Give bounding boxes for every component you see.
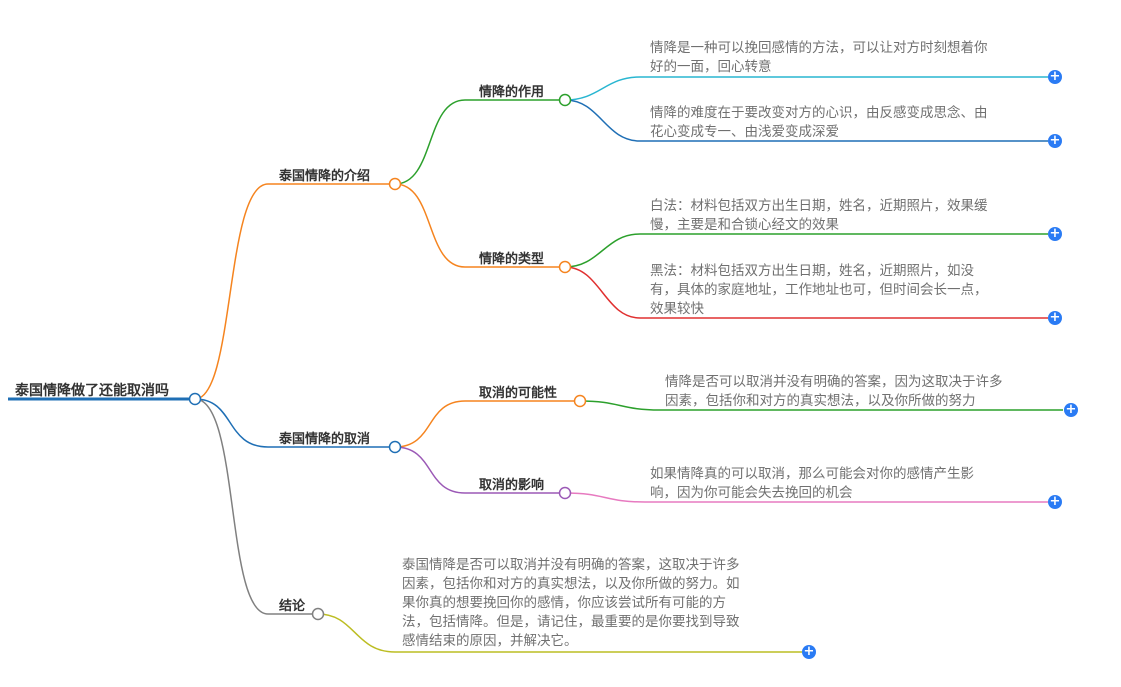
connector-types xyxy=(394,183,565,268)
plus-circle-icon[interactable]: + xyxy=(1048,494,1062,509)
connector-cancel xyxy=(194,398,395,448)
subnode-impact[interactable]: 取消的影响 xyxy=(479,478,545,493)
connector-possibility xyxy=(394,400,580,448)
plus-circle-icon[interactable]: + xyxy=(1064,402,1078,417)
leaf-text[interactable]: 黑法：材料包括双方出生日期，姓名，近期照片，如没 有，具体的家庭地址，工作地址也… xyxy=(650,263,988,317)
connector-leaf-7 xyxy=(317,613,802,653)
collapse-toggle[interactable] xyxy=(388,177,402,191)
connector-leaf-6 xyxy=(564,492,1048,503)
plus-circle-icon[interactable]: + xyxy=(1048,310,1062,325)
branch-conclusion[interactable]: 结论 xyxy=(279,599,306,614)
subnode-types[interactable]: 情降的类型 xyxy=(479,252,545,267)
subnode-possibility[interactable]: 取消的可能性 xyxy=(479,386,558,401)
collapse-toggle[interactable] xyxy=(558,260,572,274)
branch-cancel[interactable]: 泰国情降的取消 xyxy=(279,432,371,447)
leaf-text[interactable]: 泰国情降是否可以取消并没有明确的答案，这取决于许多 因素，包括你和对方的真实想法… xyxy=(402,557,740,649)
plus-circle-icon[interactable]: + xyxy=(1048,133,1062,148)
plus-circle-icon[interactable]: + xyxy=(1048,69,1062,84)
collapse-toggle[interactable] xyxy=(573,394,587,408)
leaf-text[interactable]: 白法：材料包括双方出生日期，姓名，近期照片，效果缓 慢，主要是和合锁心经文的效果 xyxy=(650,198,988,233)
connector-leaf-3 xyxy=(564,233,1048,268)
root-node[interactable]: 泰国情降做了还能取消吗 xyxy=(15,383,169,399)
leaf-text[interactable]: 情降的难度在于要改变对方的心识，由反感变成思念、由 花心变成专一、由浅爱变成深爱 xyxy=(650,105,988,140)
plus-circle-icon[interactable]: + xyxy=(802,644,816,659)
branch-intro[interactable]: 泰国情降的介绍 xyxy=(279,169,371,184)
connector-impact xyxy=(394,446,565,494)
plus-circle-icon[interactable]: + xyxy=(1048,226,1062,241)
connector-leaf-2 xyxy=(564,99,1048,142)
leaf-text[interactable]: 情降是一种可以挽回感情的方法，可以让对方时刻想着你 好的一面，回心转意 xyxy=(650,40,988,75)
connector-effect xyxy=(394,99,565,185)
collapse-toggle[interactable] xyxy=(311,607,325,621)
connector-intro xyxy=(194,183,395,400)
subnode-effect[interactable]: 情降的作用 xyxy=(479,85,545,100)
connector-leaf-1 xyxy=(564,76,1048,101)
leaf-text[interactable]: 如果情降真的可以取消，那么可能会对你的感情产生影 响，因为你可能会失去挽回的机会 xyxy=(650,466,974,501)
collapse-toggle[interactable] xyxy=(558,486,572,500)
collapse-toggle[interactable] xyxy=(188,392,202,406)
connector-leaf-5 xyxy=(579,400,1063,411)
leaf-text[interactable]: 情降是否可以取消并没有明确的答案，因为这取决于许多 因素，包括你和对方的真实想法… xyxy=(665,374,1003,409)
collapse-toggle[interactable] xyxy=(558,93,572,107)
collapse-toggle[interactable] xyxy=(388,440,402,454)
connector-leaf-4 xyxy=(564,266,1048,319)
connector-conclusion xyxy=(194,398,318,615)
